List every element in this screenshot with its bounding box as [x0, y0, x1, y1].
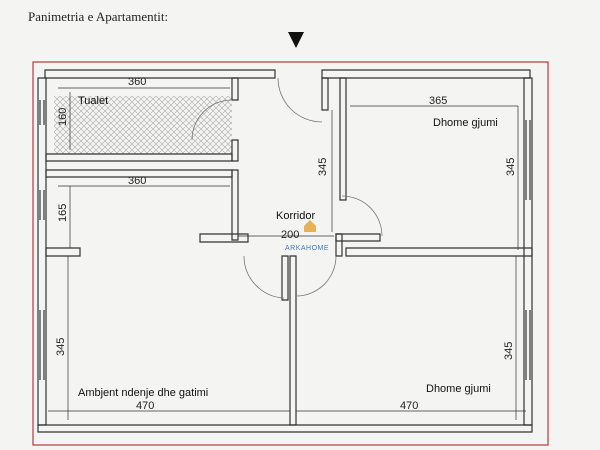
watermark-brand: ARKAHOME: [285, 245, 329, 252]
outer-frame: [32, 61, 549, 446]
door-bedroom-bottom: [295, 255, 337, 297]
wall-room2-right: [231, 169, 239, 241]
room-label-living: Ambjent ndenje dhe gatimi: [78, 387, 208, 399]
window-right-bottom: [525, 310, 531, 380]
entrance-arrow-icon: [288, 32, 304, 48]
dim-bedroom-top-height: 345: [505, 158, 517, 176]
wall-room2-bottom-mid: [199, 233, 249, 243]
arkahome-watermark: ARKAHOME: [285, 220, 329, 252]
dim-corridor-height: 345: [317, 158, 329, 176]
dim-corridor-width: 200: [281, 229, 299, 241]
wall-middle-top: [281, 255, 289, 301]
dim-bedroom-bottom-height: 345: [503, 342, 515, 360]
toilet-tiles: [54, 96, 232, 154]
wall-bedroom-left: [339, 77, 347, 201]
wall-toilet-right-bottom: [231, 139, 239, 162]
wall-toilet-bottom: [45, 153, 233, 162]
wall-top-right: [321, 69, 531, 79]
wall-bedroom-bottom: [345, 247, 533, 257]
window-left-top: [39, 100, 45, 125]
dim-room2-height: 165: [57, 204, 69, 222]
door-entrance: [277, 77, 323, 123]
dim-bedroom-top-width: 365: [429, 95, 447, 107]
window-left-bottom: [39, 310, 45, 380]
door-bedroom-top: [341, 195, 383, 237]
dim-toilet-width: 360: [128, 76, 146, 88]
wall-top-left: [44, 69, 276, 79]
page-title: Panimetria e Apartamentit:: [28, 9, 169, 24]
door-toilet: [191, 99, 233, 141]
dim-room2-width: 360: [128, 175, 146, 187]
wall-toilet-right-top: [231, 77, 239, 101]
window-right-top: [525, 120, 531, 200]
room-label-toilet: Tualet: [78, 95, 108, 107]
wall-middle-partition: [289, 255, 297, 426]
wall-corridor-right: [321, 77, 329, 111]
dim-living-height: 345: [55, 338, 67, 356]
room-label-corridor: Korridor: [276, 210, 315, 222]
house-icon: [304, 220, 316, 232]
wall-right: [523, 77, 533, 426]
room-label-bedroom-bottom: Dhome gjumi: [426, 383, 491, 395]
door-living: [243, 255, 285, 299]
dim-bedroom-bottom-width: 470: [400, 400, 418, 412]
room-label-bedroom-top: Dhome gjumi: [433, 117, 498, 129]
wall-bottom: [37, 424, 533, 433]
wall-left: [37, 77, 47, 426]
dim-living-width: 470: [136, 400, 154, 412]
wall-bedroom-bottom-stub: [335, 233, 343, 257]
wall-room2-bottom: [45, 247, 81, 257]
window-left-mid: [39, 190, 45, 220]
dim-toilet-height: 160: [57, 108, 69, 126]
